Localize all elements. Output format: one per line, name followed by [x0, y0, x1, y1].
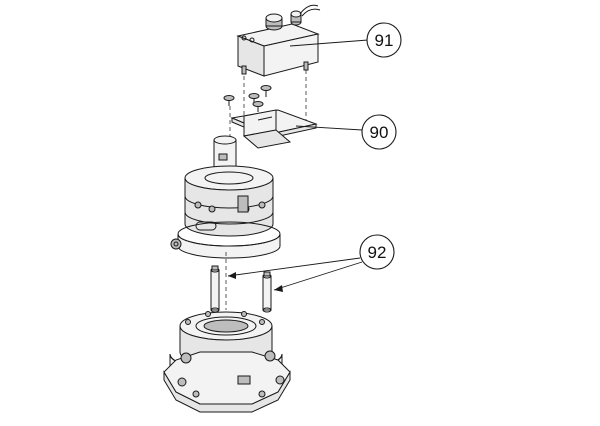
part-92-pins — [210, 265, 272, 313]
part-91-control-box — [236, 4, 321, 77]
callout-92: 92 — [359, 234, 395, 270]
leader-line-92b — [273, 261, 363, 291]
callout-91: 91 — [366, 22, 402, 58]
mounting-screws — [223, 85, 272, 112]
upper-actuator — [170, 135, 281, 259]
callout-90-label: 90 — [370, 123, 389, 142]
callout-92-label: 92 — [368, 243, 387, 262]
callout-90: 90 — [361, 114, 397, 150]
leader-line-91 — [289, 39, 369, 47]
leader-arrow — [274, 285, 283, 292]
lower-housing — [163, 311, 291, 413]
leader-line-92a — [227, 257, 361, 277]
leader-line-90 — [295, 125, 363, 131]
leader-arrow — [228, 272, 236, 279]
part-90-bracket — [230, 109, 318, 149]
callout-91-label: 91 — [375, 31, 394, 50]
